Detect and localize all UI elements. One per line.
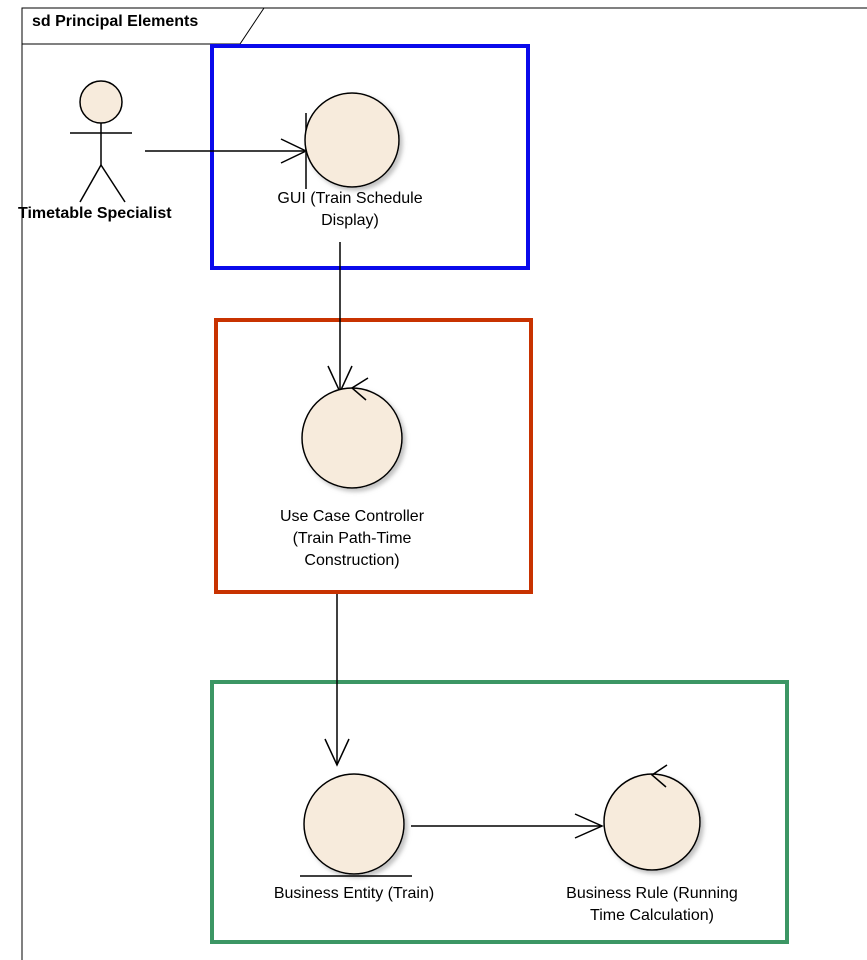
rule-label-line2: Time Calculation) [590, 907, 714, 924]
actor-label: Timetable Specialist [18, 205, 172, 222]
entity-to-rule-arrow [411, 813, 604, 839]
frame-title: sd Principal Elements [32, 13, 199, 30]
actor-icon[interactable] [70, 80, 132, 203]
gui-to-controller-arrow [327, 242, 353, 394]
business-entity-icon[interactable] [300, 773, 412, 877]
gui-label: GUI (Train Schedule Display) [230, 188, 470, 232]
boundary-group-box [210, 44, 530, 270]
gui-label-line2: Display) [321, 212, 379, 229]
entity-label-line1: Business Entity (Train) [273, 885, 435, 902]
gui-label-line1: GUI (Train Schedule [277, 190, 423, 207]
entity-label: Business Entity (Train) [224, 883, 484, 905]
controller-to-entity-arrow [324, 594, 350, 767]
rule-label-line1: Business Rule (Running [566, 885, 738, 902]
controller-control-icon[interactable] [301, 377, 403, 489]
controller-label: Use Case Controller (Train Path-Time Con… [232, 506, 472, 572]
controller-label-line1: Use Case Controller [279, 508, 425, 525]
entity-group-box [210, 680, 789, 944]
controller-label-line3: Construction) [304, 552, 400, 569]
control-group-box [214, 318, 533, 594]
gui-boundary-icon[interactable] [304, 92, 400, 189]
diagram-frame [21, 7, 867, 960]
business-rule-control-icon[interactable] [603, 764, 701, 871]
controller-label-line2: (Train Path-Time [292, 530, 412, 547]
actor-to-gui-arrow [145, 138, 308, 164]
rule-label: Business Rule (Running Time Calculation) [532, 883, 772, 927]
